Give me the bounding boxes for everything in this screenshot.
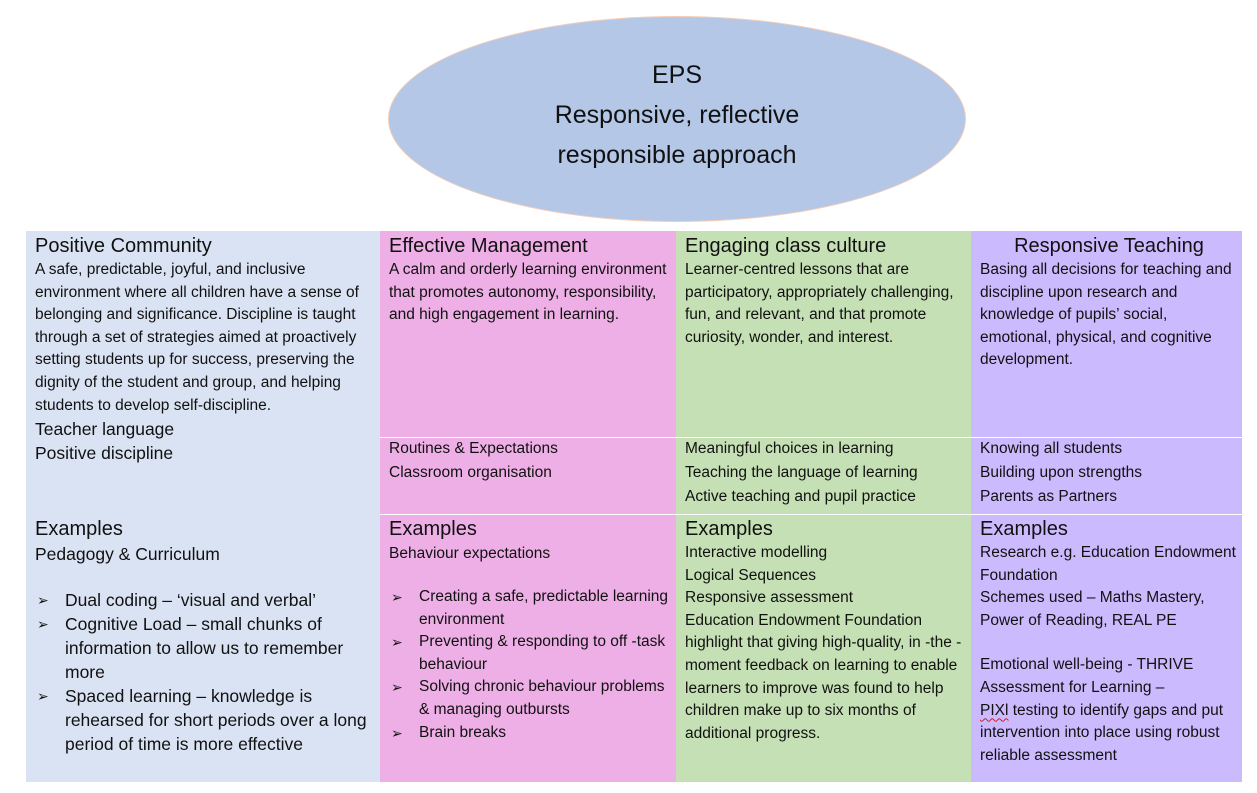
arrow-bullet-icon: ➢ — [37, 688, 49, 704]
arrow-bullet-icon: ➢ — [391, 679, 403, 696]
list-item: ➢Preventing & responding to off -task be… — [391, 633, 666, 673]
column-title: Responsive Teaching — [1014, 235, 1204, 257]
column-engaging-class-culture: Engaging class culture Learner-centred l… — [676, 231, 971, 782]
engaging-class-culture-practices: Meaningful choices in learning Teaching … — [685, 437, 967, 509]
effective-management-practices: Routines & Expectations Classroom organi… — [389, 437, 672, 485]
responsive-teaching-intro: Responsive Teaching Basing all decisions… — [980, 233, 1238, 372]
row-divider — [676, 437, 971, 438]
example-pixl: PIXl testing to identify gaps and put in… — [980, 701, 1224, 764]
row-divider — [971, 437, 1242, 438]
arrow-bullet-icon: ➢ — [391, 724, 403, 741]
practice-item: Building upon strengths — [980, 464, 1143, 481]
list-item: ➢Creating a safe, predictable learning e… — [391, 588, 669, 628]
ellipse-title: EPS — [651, 61, 703, 89]
practice-item: Teacher language — [35, 419, 175, 440]
row-divider — [676, 514, 971, 515]
arrow-bullet-icon: ➢ — [37, 592, 49, 608]
practice-item: Parents as Partners — [980, 488, 1117, 505]
column-effective-management: Effective Management A calm and orderly … — [380, 231, 676, 782]
column-description: Basing all decisions for teaching and di… — [980, 261, 1232, 369]
arrow-bullet-icon: ➢ — [391, 634, 403, 651]
practice-item: Routines & Expectations — [389, 440, 558, 457]
column-positive-community: Positive Community A safe, predictable, … — [26, 231, 380, 782]
example-line: Logical Sequences — [685, 566, 816, 584]
engaging-class-culture-examples: Examples Interactive modelling Logical S… — [685, 516, 967, 745]
engaging-class-culture-intro: Engaging class culture Learner-centred l… — [685, 233, 967, 349]
eps-approach-ellipse: EPS Responsive, reflective responsible a… — [388, 16, 966, 222]
list-item: ➢Brain breaks — [389, 722, 672, 745]
practice-item: Meaningful choices in learning — [685, 440, 894, 457]
effective-management-examples: Examples Behaviour expectations ➢Creatin… — [389, 516, 672, 744]
example-line: Education Endowment Foundation highlight… — [685, 611, 962, 742]
approach-table: Positive Community A safe, predictable, … — [26, 231, 1242, 782]
list-item: ➢Solving chronic behaviour problems & ma… — [391, 678, 665, 718]
column-description: A safe, predictable, joyful, and inclusi… — [35, 261, 359, 414]
examples-title: Examples — [685, 518, 773, 540]
row-divider — [971, 514, 1242, 515]
example-wellbeing: Emotional well-being - THRIVE — [980, 656, 1194, 674]
column-title: Positive Community — [35, 235, 212, 257]
practice-item: Teaching the language of learning — [685, 464, 918, 481]
practice-item: Positive discipline — [35, 443, 174, 464]
column-title: Engaging class culture — [685, 235, 887, 257]
column-description: Learner-centred lessons that are partici… — [685, 261, 954, 346]
spellcheck-underlined-word: PIXl — [980, 701, 1009, 719]
ellipse-subtitle-line-2: responsible approach — [557, 141, 797, 169]
row-divider — [380, 437, 676, 438]
examples-subtitle: Pedagogy & Curriculum — [35, 544, 220, 564]
column-title: Effective Management — [389, 235, 588, 257]
example-line: Responsive assessment — [685, 589, 853, 607]
example-assessment: Assessment for Learning – — [980, 678, 1165, 696]
examples-title: Examples — [980, 518, 1068, 540]
positive-community-examples: Examples Pedagogy & Curriculum ➢Dual cod… — [35, 516, 374, 756]
examples-list: ➢Dual coding – ‘visual and verbal’ ➢Cogn… — [35, 588, 374, 756]
examples-title: Examples — [389, 518, 477, 540]
ellipse-subtitle-line-1: Responsive, reflective — [554, 101, 800, 129]
list-item: ➢Dual coding – ‘visual and verbal’ — [37, 590, 316, 610]
practice-item: Active teaching and pupil practice — [685, 488, 916, 505]
effective-management-intro: Effective Management A calm and orderly … — [389, 233, 672, 327]
examples-title: Examples — [35, 518, 123, 540]
positive-community-intro: Positive Community A safe, predictable, … — [35, 233, 376, 465]
list-item: ➢Spaced learning – knowledge is rehearse… — [37, 686, 367, 754]
column-description: A calm and orderly learning environment … — [389, 261, 667, 324]
arrow-bullet-icon: ➢ — [391, 589, 403, 605]
practice-item: Classroom organisation — [389, 464, 552, 481]
responsive-teaching-examples: Examples Research e.g. Education Endowme… — [980, 516, 1238, 767]
example-schemes: Schemes used – Maths Mastery, Power of R… — [980, 589, 1205, 629]
examples-subtitle: Behaviour expectations — [389, 545, 551, 562]
responsive-teaching-practices: Knowing all students Building upon stren… — [980, 437, 1238, 509]
arrow-bullet-icon: ➢ — [37, 616, 49, 632]
example-research: Research e.g. Education Endowment Founda… — [980, 544, 1236, 584]
row-divider — [380, 514, 676, 515]
example-line: Interactive modelling — [685, 544, 828, 561]
list-item: ➢Cognitive Load – small chunks of inform… — [37, 614, 344, 682]
column-responsive-teaching: Responsive Teaching Basing all decisions… — [971, 231, 1242, 782]
examples-list: ➢Creating a safe, predictable learning e… — [389, 586, 672, 744]
practice-item: Knowing all students — [980, 440, 1123, 457]
